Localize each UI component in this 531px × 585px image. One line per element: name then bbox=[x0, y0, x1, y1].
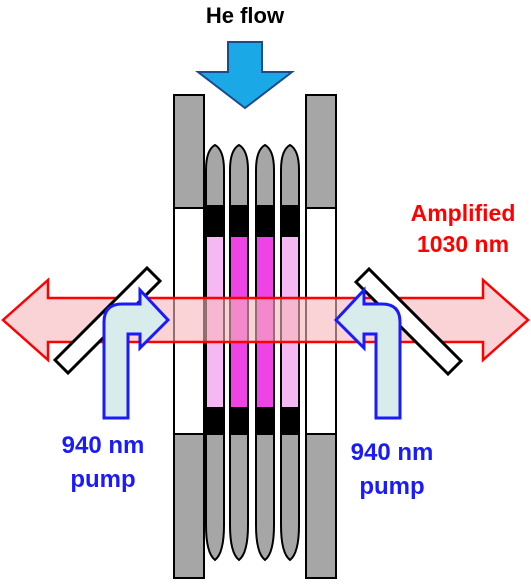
gain-disk-4 bbox=[280, 143, 300, 562]
disk-1-bottom-cap bbox=[205, 433, 225, 562]
left-pump-label-line1: 940 nm bbox=[62, 432, 145, 459]
left-pump-bent-arrow-icon bbox=[102, 286, 171, 420]
disk-3-top-cap bbox=[255, 143, 275, 207]
disk-1-bottom-clamp bbox=[205, 407, 225, 435]
disk-4-top-cap bbox=[280, 143, 300, 207]
disk-1-top-cap bbox=[205, 143, 225, 207]
disk-2-bottom-cap bbox=[229, 433, 249, 562]
left-window-frame bbox=[173, 94, 205, 579]
left-frame-bottom-plate bbox=[173, 433, 205, 579]
disk-4-bottom-cap bbox=[280, 433, 300, 562]
right-pump-label-line2: pump bbox=[359, 473, 424, 500]
right-pump-bent-arrow-icon bbox=[333, 286, 402, 420]
disk-2-top-clamp bbox=[229, 205, 249, 237]
left-pump-label-line2: pump bbox=[70, 466, 135, 493]
right-frame-bottom-plate bbox=[305, 433, 337, 579]
amplified-label-line1: Amplified bbox=[411, 200, 516, 226]
gain-disk-2 bbox=[229, 143, 249, 562]
disk-3-bottom-clamp bbox=[255, 407, 275, 435]
disk-4-top-clamp bbox=[280, 205, 300, 237]
disk-1-top-clamp bbox=[205, 205, 225, 237]
gain-disk-3 bbox=[255, 143, 275, 562]
he-flow-label: He flow bbox=[206, 3, 285, 28]
amplified-label-line2: 1030 nm bbox=[417, 231, 509, 257]
left-frame-top-plate bbox=[173, 94, 205, 209]
right-frame-top-plate bbox=[305, 94, 337, 209]
he-flow-down-arrow-icon bbox=[195, 41, 295, 110]
right-window-frame bbox=[305, 94, 337, 579]
disk-3-bottom-cap bbox=[255, 433, 275, 562]
disk-3-top-clamp bbox=[255, 205, 275, 237]
disk-2-top-cap bbox=[229, 143, 249, 207]
right-pump-label-line1: 940 nm bbox=[351, 439, 434, 466]
disk-2-bottom-clamp bbox=[229, 407, 249, 435]
right-dichroic-mirror bbox=[353, 266, 464, 377]
gain-disk-1 bbox=[205, 143, 225, 562]
disk-4-bottom-clamp bbox=[280, 407, 300, 435]
